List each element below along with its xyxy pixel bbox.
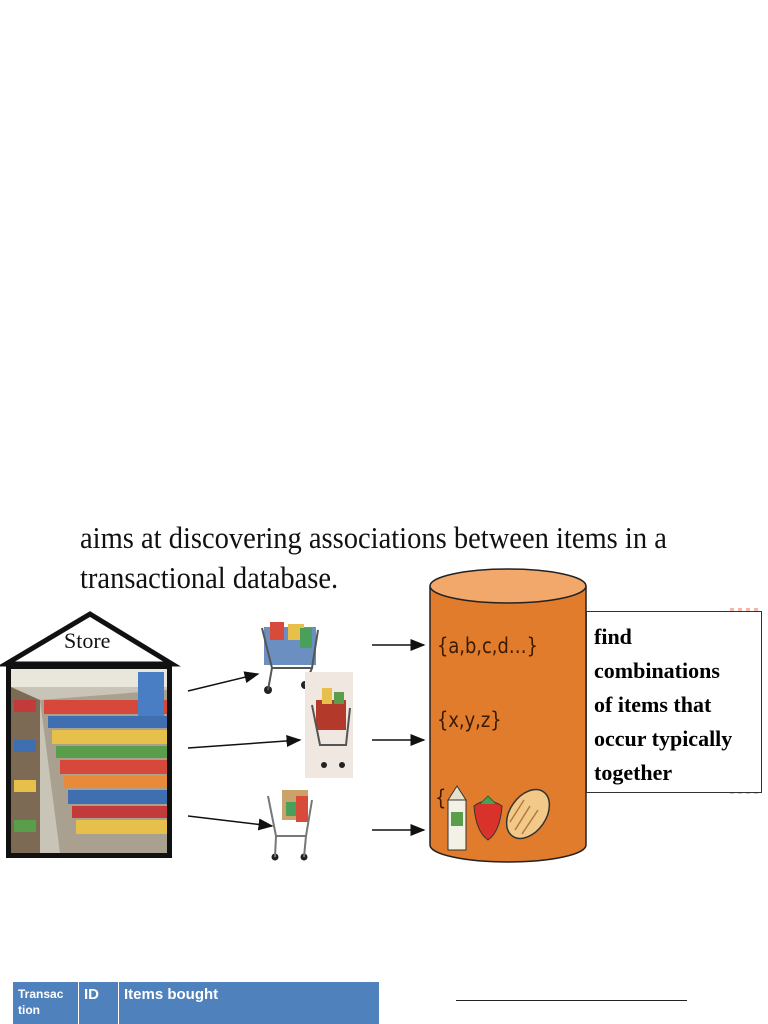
header-id: ID: [79, 982, 119, 1024]
bread-loaf-icon: [505, 788, 551, 840]
callout-line: occur typically: [594, 726, 733, 751]
transaction-set-2: {x,y,z}: [437, 708, 502, 732]
header-transaction: Transac tion: [13, 982, 79, 1024]
arrow-store-to-cart-2: [187, 734, 302, 749]
strawberry-icon: [473, 795, 503, 841]
shopping-cart-1-icon: [261, 622, 319, 694]
callout-line: of items that: [594, 692, 712, 717]
callout-line: together: [594, 760, 673, 785]
callout-text: find combinations of items that occur ty…: [594, 620, 754, 790]
intro-line-2: transactional database.: [80, 560, 339, 595]
intro-line-1: aims at discovering associations between…: [80, 520, 667, 555]
store-shelves: [11, 669, 167, 853]
store-building: [0, 611, 181, 858]
transaction-table-header: Transac tion ID Items bought: [13, 982, 379, 1024]
arrow-store-to-cart-1: [187, 671, 260, 692]
database-cylinder: [429, 568, 587, 863]
shopping-cart-2-icon: [305, 672, 353, 778]
store-label: Store: [64, 628, 111, 653]
horizontal-rule: [456, 1000, 687, 1001]
intro-text: aims at discovering associations between…: [80, 518, 706, 598]
callout-box: [586, 611, 762, 793]
milk-carton-icon: [447, 785, 467, 851]
transaction-set-3: {: [435, 786, 447, 810]
shopping-cart-3-icon: [267, 790, 313, 861]
callout-line: combinations: [594, 658, 720, 683]
header-items-bought: Items bought: [124, 986, 219, 1003]
arrow-store-to-cart-3: [187, 815, 274, 831]
database-top: [429, 568, 587, 604]
callout-line: find: [594, 624, 632, 649]
transaction-set-1: {a,b,c,d…}: [437, 634, 539, 658]
